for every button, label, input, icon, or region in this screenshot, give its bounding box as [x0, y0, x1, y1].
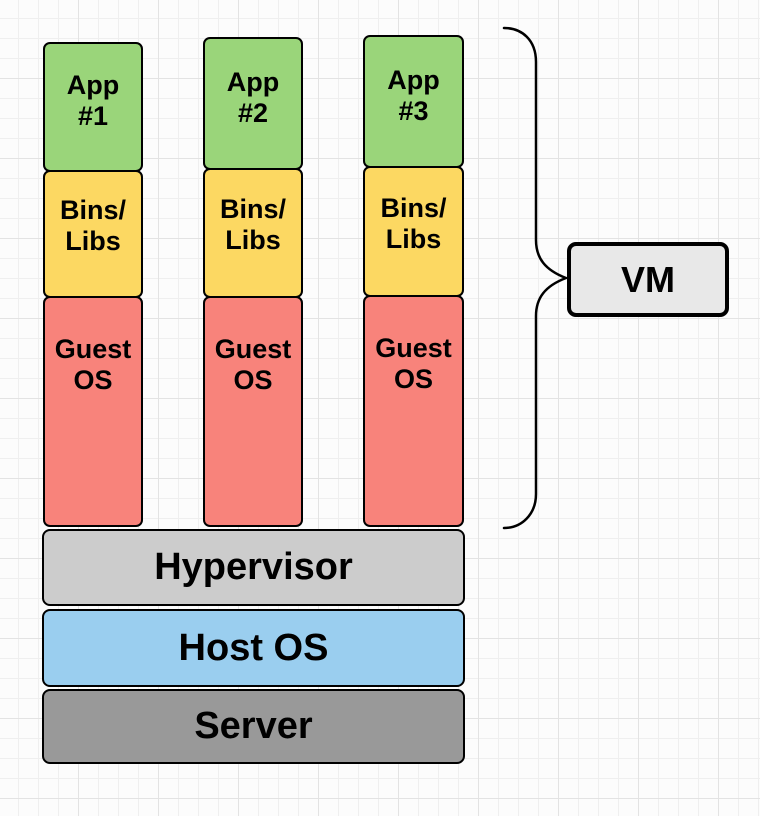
node-bins-libs-3[interactable]: Bins/ Libs: [363, 166, 464, 297]
node-label: Libs: [65, 226, 121, 256]
node-label: Libs: [385, 223, 442, 254]
node-label: App: [226, 66, 280, 97]
node-app-1[interactable]: App #1: [43, 42, 143, 172]
node-label: Bins/: [219, 194, 286, 224]
node-label: App: [387, 64, 440, 95]
node-label: #2: [237, 97, 269, 128]
node-label: Bins/: [59, 195, 126, 225]
node-app-2[interactable]: App #2: [203, 37, 303, 170]
node-guest-os-3[interactable]: Guest OS: [363, 295, 464, 527]
layer-label: Hypervisor: [154, 546, 353, 588]
node-bins-libs-2[interactable]: Bins/ Libs: [203, 168, 303, 298]
layer-host-os[interactable]: Host OS: [42, 609, 465, 687]
layer-label: Host OS: [178, 626, 329, 669]
node-label: Libs: [225, 225, 281, 255]
node-label: #1: [77, 101, 109, 131]
layer-hypervisor[interactable]: Hypervisor: [42, 529, 465, 606]
vm-label: VM: [621, 258, 675, 300]
node-app-3[interactable]: App #3: [363, 35, 464, 168]
node-label: OS: [393, 364, 433, 394]
node-label: OS: [233, 365, 273, 395]
brace-path: [502, 26, 570, 530]
node-label: App: [66, 70, 120, 100]
node-label: Guest: [214, 334, 292, 364]
node-label: Bins/: [380, 192, 447, 223]
node-label: Guest: [54, 334, 132, 364]
node-label: Guest: [375, 333, 452, 363]
node-guest-os-1[interactable]: Guest OS: [43, 296, 143, 527]
node-bins-libs-1[interactable]: Bins/ Libs: [43, 170, 143, 298]
node-guest-os-2[interactable]: Guest OS: [203, 296, 303, 527]
node-label: #3: [398, 95, 429, 126]
layer-label: Server: [194, 705, 313, 747]
vm-label-box[interactable]: VM: [567, 242, 729, 317]
layer-server[interactable]: Server: [42, 689, 465, 764]
node-label: OS: [73, 365, 113, 395]
